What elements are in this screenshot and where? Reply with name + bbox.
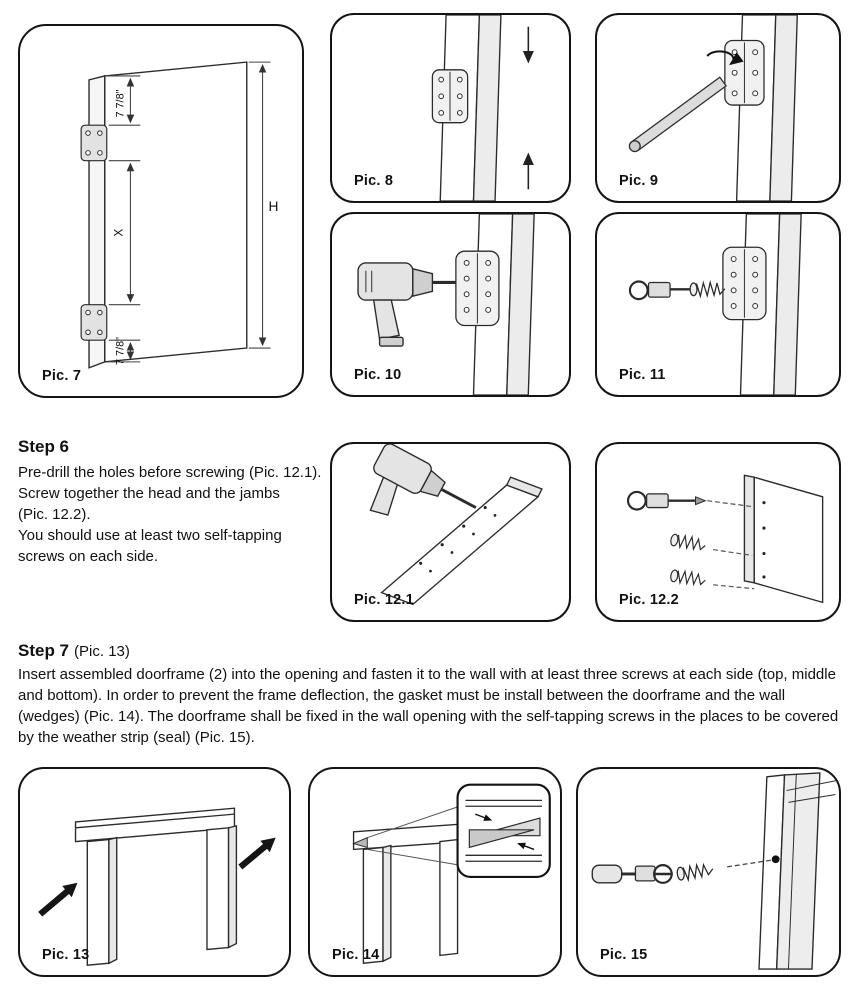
hinge (455, 250, 500, 327)
dimension-lines (106, 61, 271, 363)
screw-point-dot (771, 855, 780, 864)
pic-13-illustration (38, 807, 276, 966)
dim-label-top: 7 7/8" (115, 89, 127, 117)
wall-and-frame (758, 772, 836, 970)
step-6-text-line: Screw together the head and the jambs (18, 485, 280, 502)
panel-pic-10: Pic. 10 (330, 212, 571, 397)
step-6-section: Step 6 Pre-drill the holes before screwi… (18, 437, 326, 567)
panel-pic-15: Pic. 15 (576, 767, 841, 977)
frame-board (380, 476, 543, 606)
pic-15-label: Pic. 15 (600, 947, 648, 963)
step-6-heading: Step 6 (18, 437, 70, 456)
hinge (722, 246, 767, 321)
pic-11-label: Pic. 11 (619, 367, 666, 383)
hinge (724, 39, 765, 106)
step-7-heading-ref: (Pic. 13) (74, 643, 130, 660)
pic-14-label: Pic. 14 (332, 947, 380, 963)
drill (357, 262, 456, 347)
panel-pic-12-1: Pic. 12.1 (330, 442, 571, 622)
pic-8-illustration (431, 15, 534, 201)
pic-10-label: Pic. 10 (354, 367, 402, 383)
pic-9-illustration (628, 15, 798, 201)
doorframe (352, 823, 465, 964)
pic-14-illustration (352, 783, 551, 964)
insert-arrow-right (238, 837, 276, 870)
screw-holes (762, 501, 766, 579)
wedge-marker (352, 836, 368, 849)
inset-leader-line (367, 848, 460, 866)
drill (369, 444, 477, 516)
pic-12-1-illustration (369, 444, 543, 606)
hinge-pin (628, 76, 728, 153)
panel-pic-7: 7 7/8" X 7 7/8" H Pic. 7 (18, 24, 304, 398)
pic-10-illustration (357, 214, 535, 395)
screwdriver-and-screw (628, 280, 726, 301)
screw (670, 569, 706, 587)
door-jamb (439, 15, 502, 201)
wedge-push-arrow (517, 842, 535, 851)
dim-label-middle: X (112, 229, 126, 237)
panel-pic-12-2: Pic. 12.2 (595, 442, 841, 622)
pre-drill-holes (419, 505, 497, 573)
hinge-screw-holes (85, 130, 103, 336)
screwdriver (626, 490, 707, 511)
pic-9-label: Pic. 9 (619, 173, 659, 189)
step-7-section: Step 7(Pic. 13) Insert assembled doorfra… (18, 641, 842, 748)
panel-pic-13: Pic. 13 (18, 767, 291, 977)
pic-11-illustration (628, 214, 802, 395)
alignment-dashed-line (713, 549, 753, 557)
wedge-bottom (468, 829, 535, 849)
doorframe (74, 807, 238, 966)
panel-pic-11: Pic. 11 (595, 212, 841, 397)
hinge (431, 69, 469, 124)
pic-12-1-label: Pic. 12.1 (354, 592, 414, 608)
door-hinge-bottom (80, 304, 108, 341)
step-6-text-line: Pre-drill the holes before screwing (Pic… (18, 464, 322, 481)
pic-12-2-label: Pic. 12.2 (619, 592, 679, 608)
dim-label-bottom: 7 7/8" (115, 337, 127, 365)
screw (670, 533, 706, 552)
panel-pic-8: Pic. 8 (330, 13, 571, 203)
door-panel (88, 61, 248, 369)
step-7-body: Insert assembled doorframe (2) into the … (18, 666, 839, 746)
step-7-heading: Step 7 (18, 641, 70, 660)
screwdriver (591, 864, 673, 884)
wedge-detail-inset (456, 783, 551, 878)
pic-12-2-illustration (626, 474, 824, 604)
pic-15-illustration (591, 772, 836, 970)
screw (676, 862, 714, 883)
frame-board (743, 474, 824, 604)
wedge-push-arrow (474, 813, 493, 821)
panel-pic-9: Pic. 9 (595, 13, 841, 203)
step-6-text-line: screws on each side. (18, 548, 159, 565)
panel-pic-14: Pic. 14 (308, 767, 562, 977)
inset-leader-line (367, 805, 460, 839)
pic-8-label: Pic. 8 (354, 173, 394, 189)
step-6-text-line: You should use at least two self-tapping (18, 527, 282, 544)
step-6-text-line: (Pic. 12.2). (18, 506, 91, 523)
pic-13-label: Pic. 13 (42, 947, 90, 963)
pic-7-label: Pic. 7 (42, 368, 82, 384)
alignment-dashed-line (713, 584, 755, 590)
door-hinge-top (80, 124, 108, 162)
dim-label-height: H (268, 199, 278, 214)
pic-7-illustration: 7 7/8" X 7 7/8" H (80, 61, 278, 369)
insert-arrow-left (38, 882, 78, 917)
rotation-arrow (706, 50, 744, 66)
